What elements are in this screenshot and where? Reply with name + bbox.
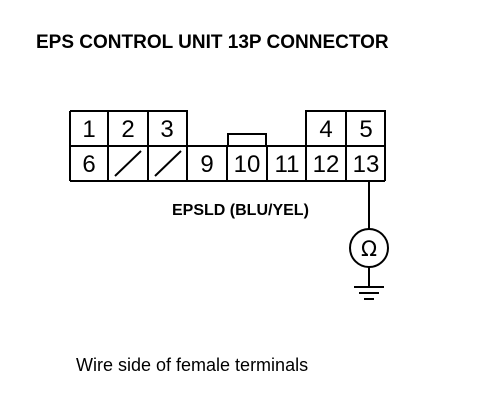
pin-6: 6 xyxy=(82,151,95,178)
wire-label: EPSLD (BLU/YEL) xyxy=(172,202,309,219)
empty-cavity-7 xyxy=(114,150,142,177)
connector-body xyxy=(69,110,386,182)
pin-5: 5 xyxy=(359,116,372,143)
pin-9: 9 xyxy=(200,151,213,178)
pin-2: 2 xyxy=(121,116,134,143)
pin-13: 13 xyxy=(353,151,380,178)
pin-11: 11 xyxy=(275,151,300,178)
pin-10: 10 xyxy=(234,151,261,178)
ohm-symbol: Ω xyxy=(361,237,377,261)
pin-labels: 1 2 3 4 5 6 9 10 11 12 13 xyxy=(82,116,379,178)
ohmmeter-icon: Ω xyxy=(349,228,389,268)
pin-12: 12 xyxy=(313,151,340,178)
pin-3: 3 xyxy=(160,116,173,143)
diagram-title: EPS CONTROL UNIT 13P CONNECTOR xyxy=(36,32,389,53)
empty-cavity-8 xyxy=(154,150,182,177)
diagram-caption: Wire side of female terminals xyxy=(76,355,308,375)
pin-1: 1 xyxy=(82,116,95,143)
pin-4: 4 xyxy=(319,116,332,143)
ground-symbol-icon xyxy=(354,267,384,300)
